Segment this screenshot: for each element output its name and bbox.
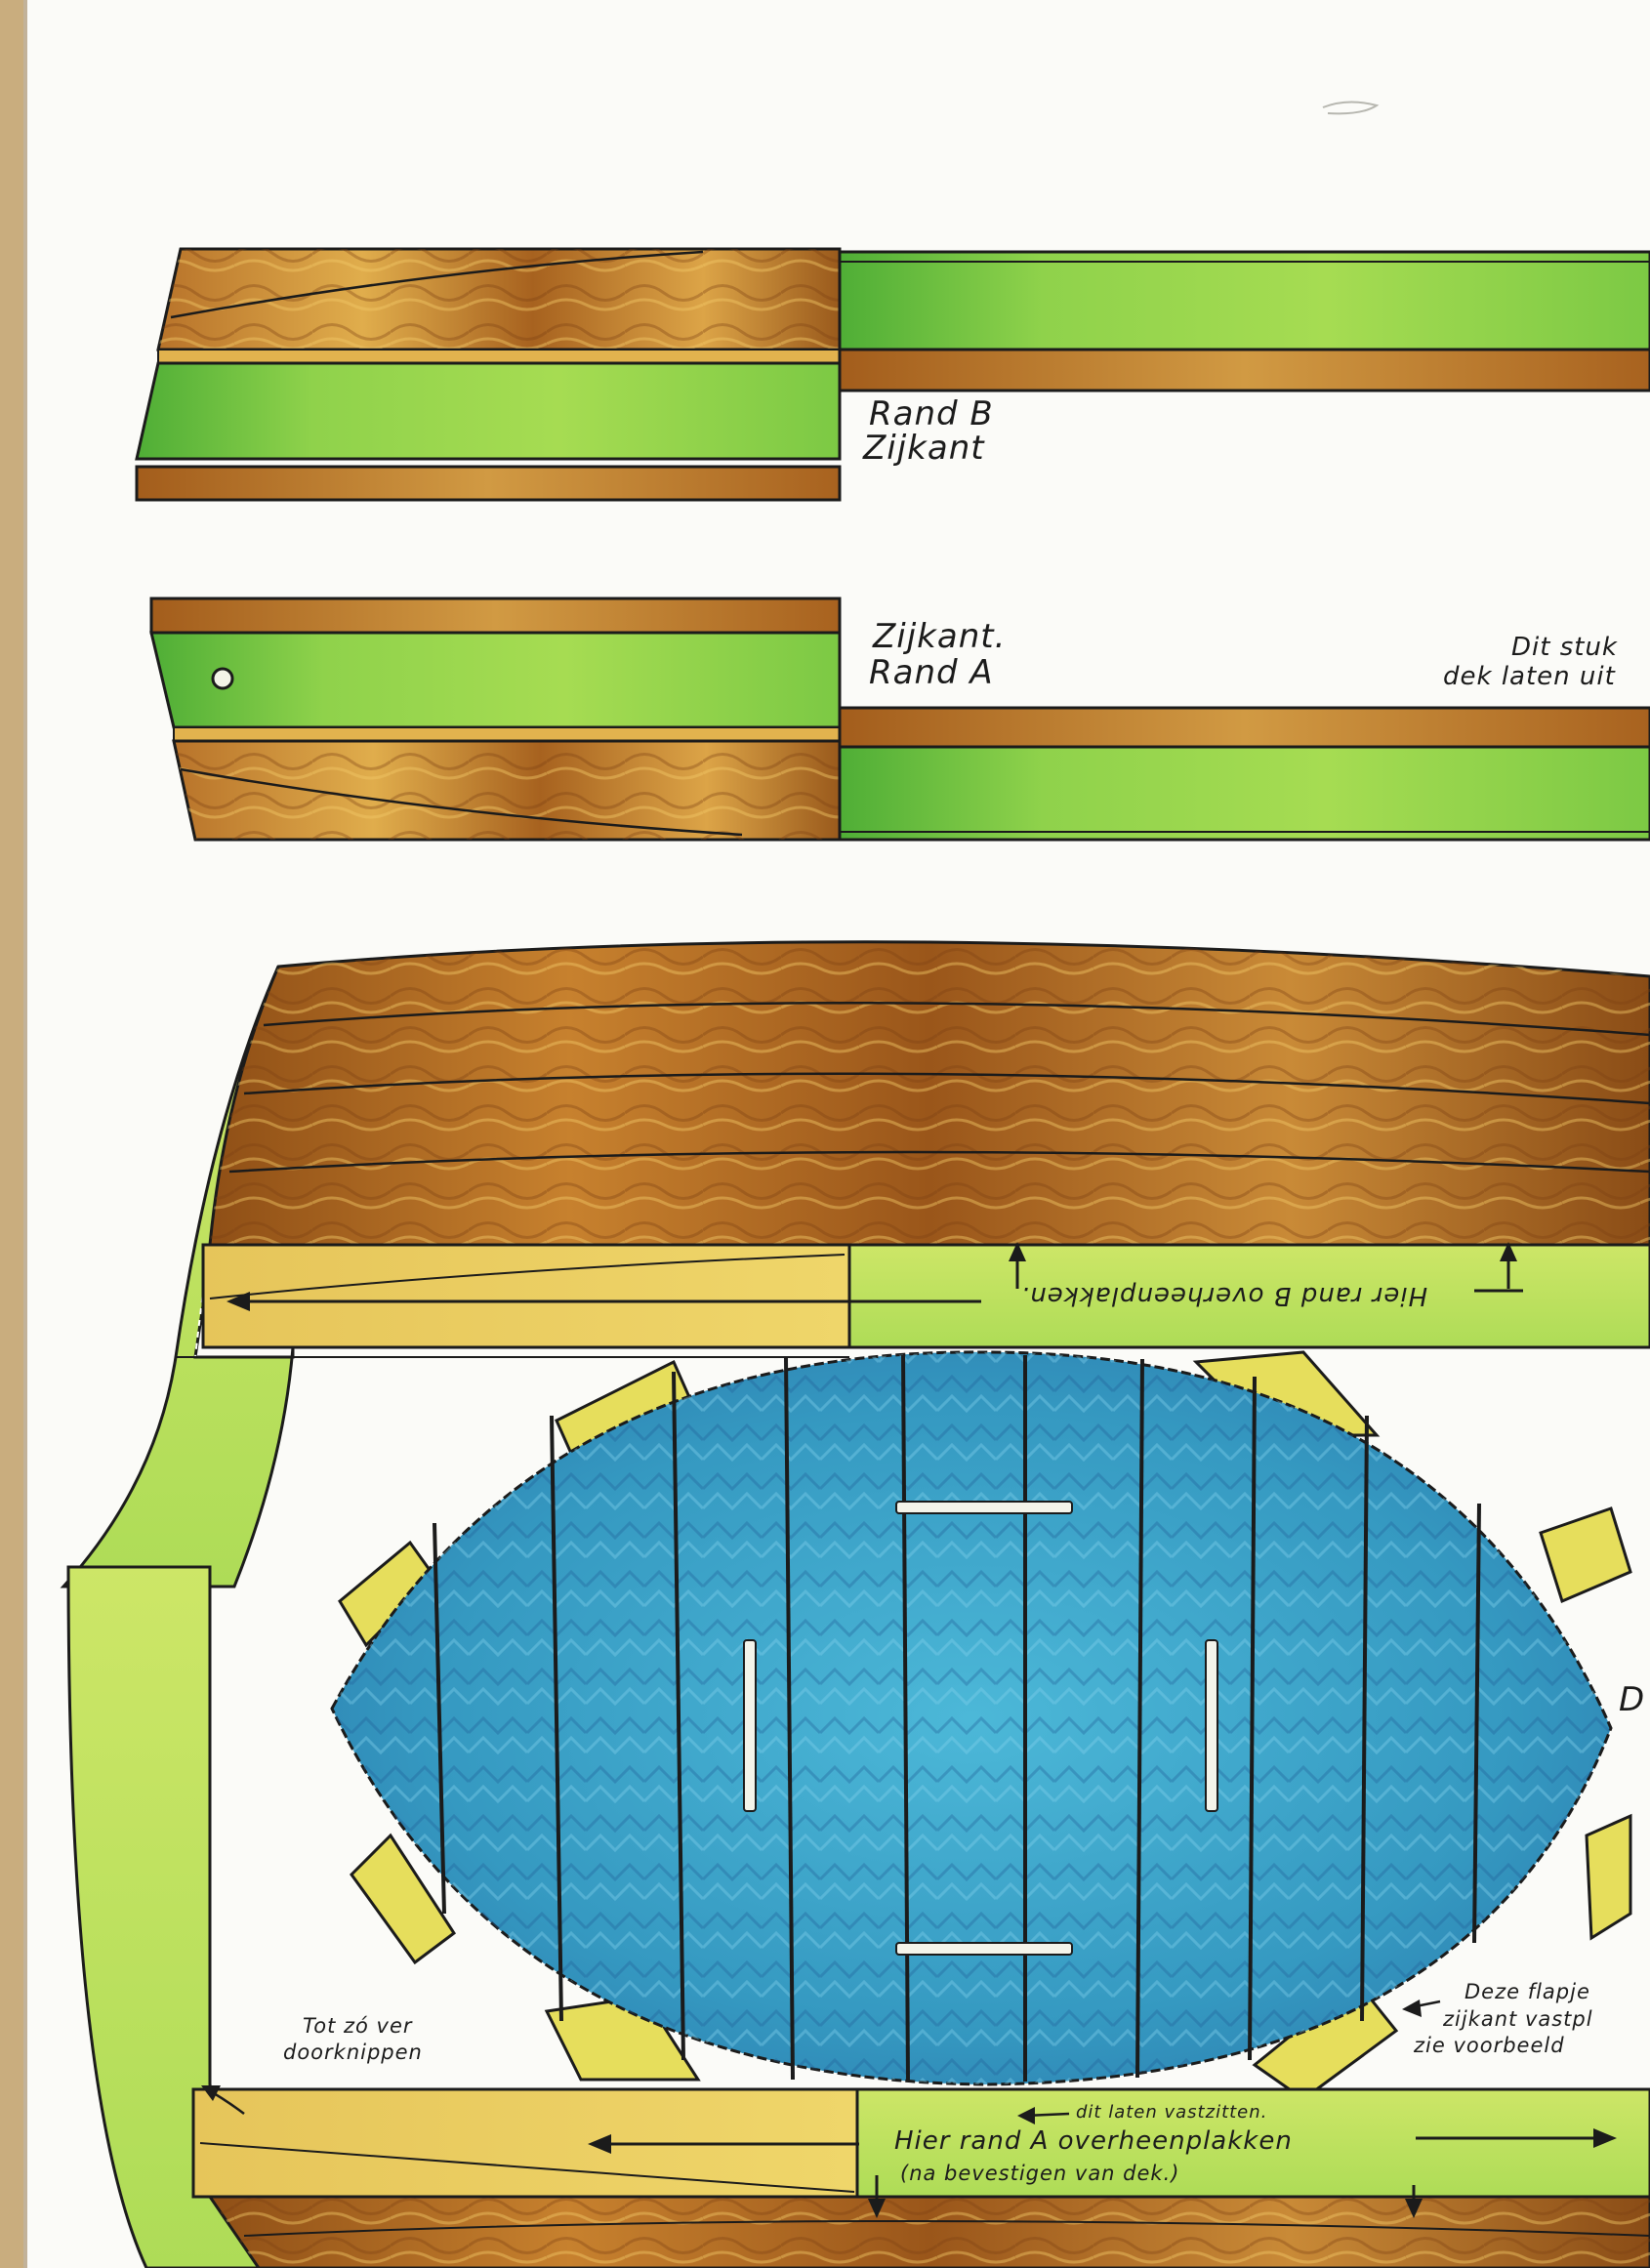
label-zie-voorbeeld: zie voorbeeld — [1414, 2034, 1565, 2057]
label-hier-rand-b: Hier rand B overheenplakken. — [1020, 1281, 1428, 1310]
label-dit-laten: dit laten vastzitten. — [1076, 2102, 1268, 2123]
label-tot-zo-ver: Tot zó ver — [303, 2014, 413, 2038]
label-deck-letter: D — [1619, 1680, 1646, 1719]
label-zijkant-a: Zijkant. — [873, 617, 1007, 656]
book-binding-edge — [0, 0, 23, 2268]
label-rand-a: Rand A — [869, 653, 994, 692]
side-strip-rand-b — [135, 247, 1650, 502]
label-dit-stuk: Dit stuk — [1511, 633, 1618, 662]
label-zijkant-b: Zijkant — [863, 429, 985, 468]
label-dek-laten: dek laten uit — [1443, 662, 1616, 691]
hull-panel-upper — [60, 940, 1650, 1588]
deck-piece — [330, 1350, 1632, 2101]
hull-panel-lower — [66, 1565, 1650, 2268]
label-deze-flapje: Deze flapje — [1464, 1980, 1590, 2003]
page-mark — [1322, 101, 1380, 115]
label-rand-b: Rand B — [869, 394, 994, 433]
punch-hole — [211, 667, 234, 690]
label-zijkant-vast: zijkant vastpl — [1443, 2007, 1593, 2031]
label-na-bevestigen: (na bevestigen van dek.) — [900, 2162, 1180, 2185]
side-strip-rand-a — [149, 597, 1650, 842]
label-doorknippen: doorknippen — [283, 2041, 423, 2064]
label-hier-rand-a: Hier rand A overheenplakken — [894, 2126, 1293, 2156]
